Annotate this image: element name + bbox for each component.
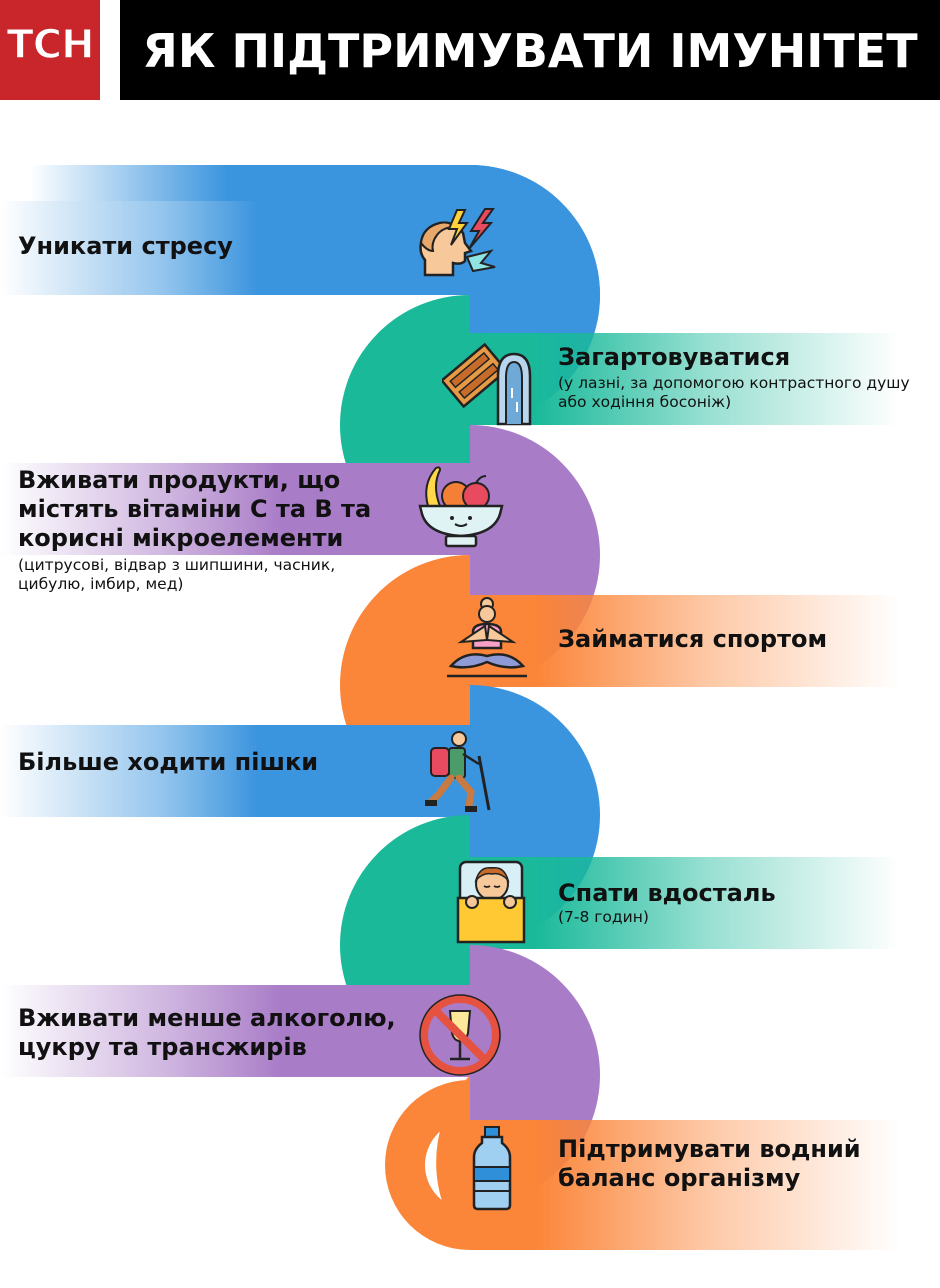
item-6-note: (7-8 годин): [558, 908, 649, 926]
item-3-note: (цитрусові, відвар з шипшини, часник, ци…: [18, 556, 336, 593]
item-7-label: Вживати менше алкоголю, цукру та трансжи…: [18, 1004, 396, 1061]
sauna-shower-icon: [442, 342, 532, 426]
item-5-label: Більше ходити пішки: [18, 748, 319, 776]
item-6-label: Спати вдосталь: [558, 879, 776, 907]
water-bottle-icon: [472, 1126, 512, 1211]
no-alcohol-icon: [419, 994, 501, 1076]
item-1-label: Уникати стресу: [18, 232, 233, 260]
item-2-label: Загартовуватися: [558, 343, 791, 371]
fruit-bowl-icon: [418, 466, 504, 548]
hiker-icon: [425, 731, 491, 812]
header-bar: [120, 0, 940, 100]
stress-head-icon: [419, 208, 496, 277]
page-title: ЯК ПІДТРИМУВАТИ ІМУНІТЕТ: [142, 24, 918, 78]
item-3-label: Вживати продукти, що містять вітаміни С …: [18, 466, 372, 552]
yoga-icon: [447, 597, 527, 678]
sleeping-person-icon: [456, 860, 526, 944]
item-4-label: Займатися спортом: [558, 625, 828, 653]
item-8-label: Підтримувати водний баланс організму: [558, 1135, 861, 1192]
logo-text: ТСН: [6, 21, 96, 69]
tsn-logo: ТСН: [0, 0, 100, 100]
item-2-note: (у лазні, за допомогою контрастного душу…: [558, 374, 910, 411]
